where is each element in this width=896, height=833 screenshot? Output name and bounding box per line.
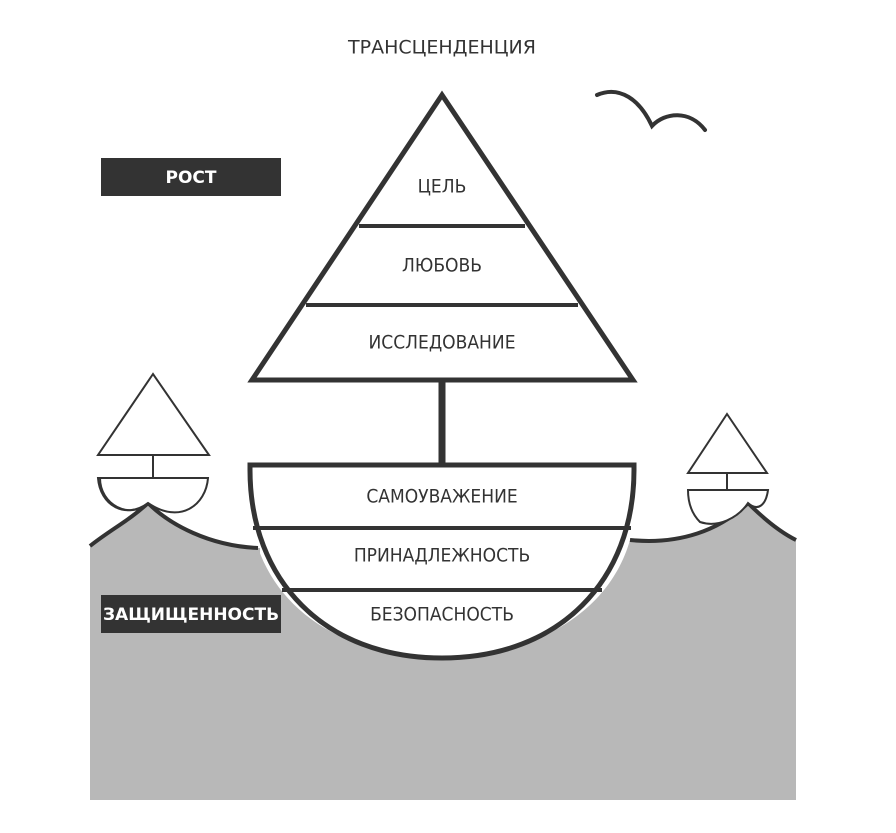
security-tag-label: ЗАЩИЩЕННОСТЬ (103, 605, 279, 625)
sail-level-label: ЦЕЛЬ (418, 176, 467, 198)
hull-level-label: ПРИНАДЛЕЖНОСТЬ (354, 545, 530, 567)
right-small-boat (686, 412, 770, 525)
hull-level-label: БЕЗОПАСНОСТЬ (370, 604, 514, 626)
bird-icon (595, 89, 707, 132)
hull-level-label: САМОУВАЖЕНИЕ (366, 486, 517, 508)
growth-tag: РОСТ (101, 158, 281, 196)
left-small-boat (96, 372, 211, 514)
sea-main (90, 503, 796, 800)
sail-level-label: ЛЮБОВЬ (402, 255, 482, 277)
growth-tag-label: РОСТ (166, 168, 217, 188)
top-label: ТРАНСЦЕНДЕНЦИЯ (347, 37, 536, 59)
sail-level-label: ИССЛЕДОВАНИЕ (369, 332, 516, 354)
security-tag: ЗАЩИЩЕННОСТЬ (101, 595, 281, 633)
main-hull (247, 462, 637, 661)
